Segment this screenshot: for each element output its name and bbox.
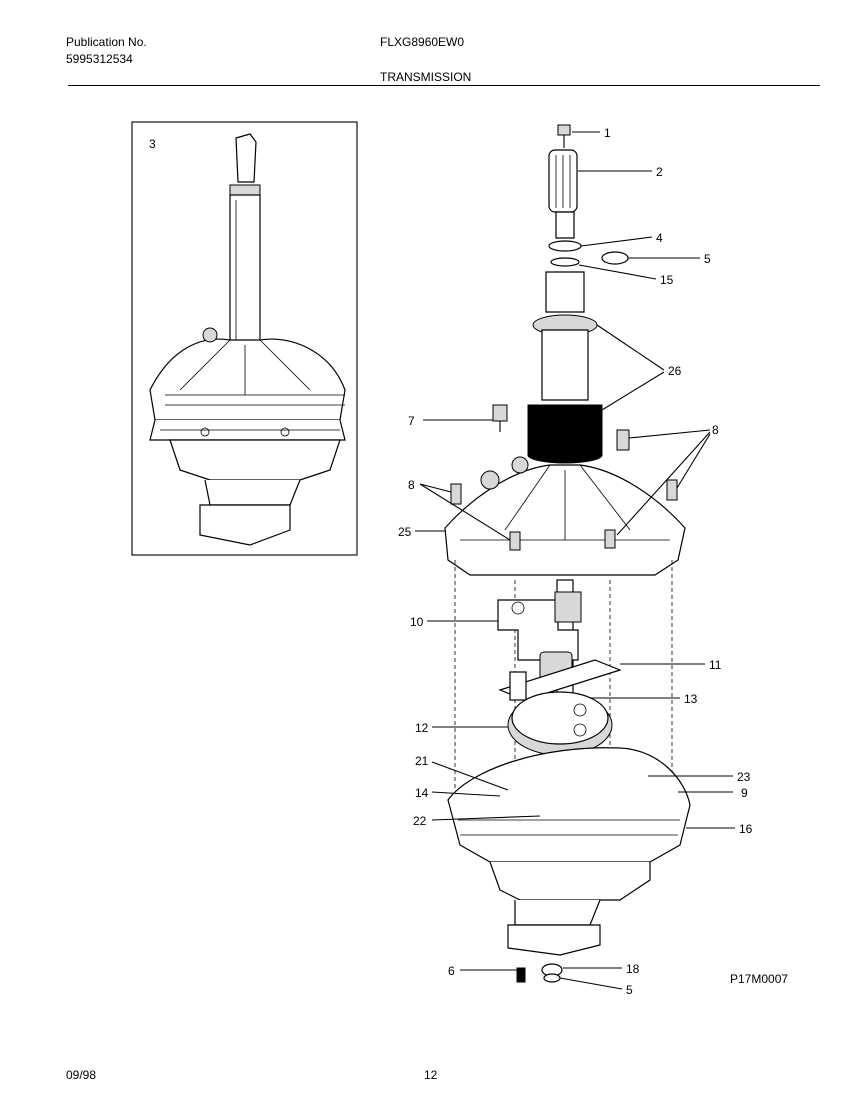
callout-1: 1 (604, 126, 611, 140)
callout-7: 7 (408, 414, 415, 428)
callout-12: 12 (415, 721, 429, 735)
callout-5-bottom: 5 (626, 983, 633, 997)
callout-8-left: 8 (408, 478, 415, 492)
publication-number: 5995312534 (66, 52, 133, 66)
page-number: 12 (424, 1068, 438, 1082)
callout-26: 26 (668, 364, 682, 378)
callout-9: 9 (741, 786, 748, 800)
diagram-code: P17M0007 (730, 972, 789, 986)
section-title: TRANSMISSION (380, 70, 472, 84)
callout-10: 10 (410, 615, 424, 629)
callout-25: 25 (398, 525, 412, 539)
publication-label: Publication No. (66, 35, 147, 49)
callout-11: 11 (709, 658, 722, 672)
callout-5-top: 5 (704, 252, 711, 266)
inset-assembly-3: 3 (131, 121, 358, 556)
callout-21: 21 (415, 754, 429, 768)
callout-14: 14 (415, 786, 429, 800)
callout-2: 2 (656, 165, 663, 179)
callout-15: 15 (660, 273, 674, 287)
callout-13: 13 (684, 692, 698, 706)
callout-23: 23 (737, 770, 751, 784)
footer-date: 09/98 (66, 1068, 97, 1082)
callout-18: 18 (626, 962, 640, 976)
inset-label: 3 (149, 137, 156, 151)
callout-numbers: 1 2 4 5 15 26 7 8 8 25 10 11 13 12 21 14… (398, 126, 753, 997)
callout-8-right: 8 (712, 423, 719, 437)
callout-16: 16 (739, 822, 753, 836)
callout-4: 4 (656, 231, 663, 245)
callout-leaders (415, 131, 735, 990)
model-number: FLXG8960EW0 (380, 35, 465, 49)
callout-22: 22 (413, 814, 427, 828)
header-rule (68, 85, 820, 86)
callout-6: 6 (448, 964, 455, 978)
exploded-view (444, 124, 691, 983)
